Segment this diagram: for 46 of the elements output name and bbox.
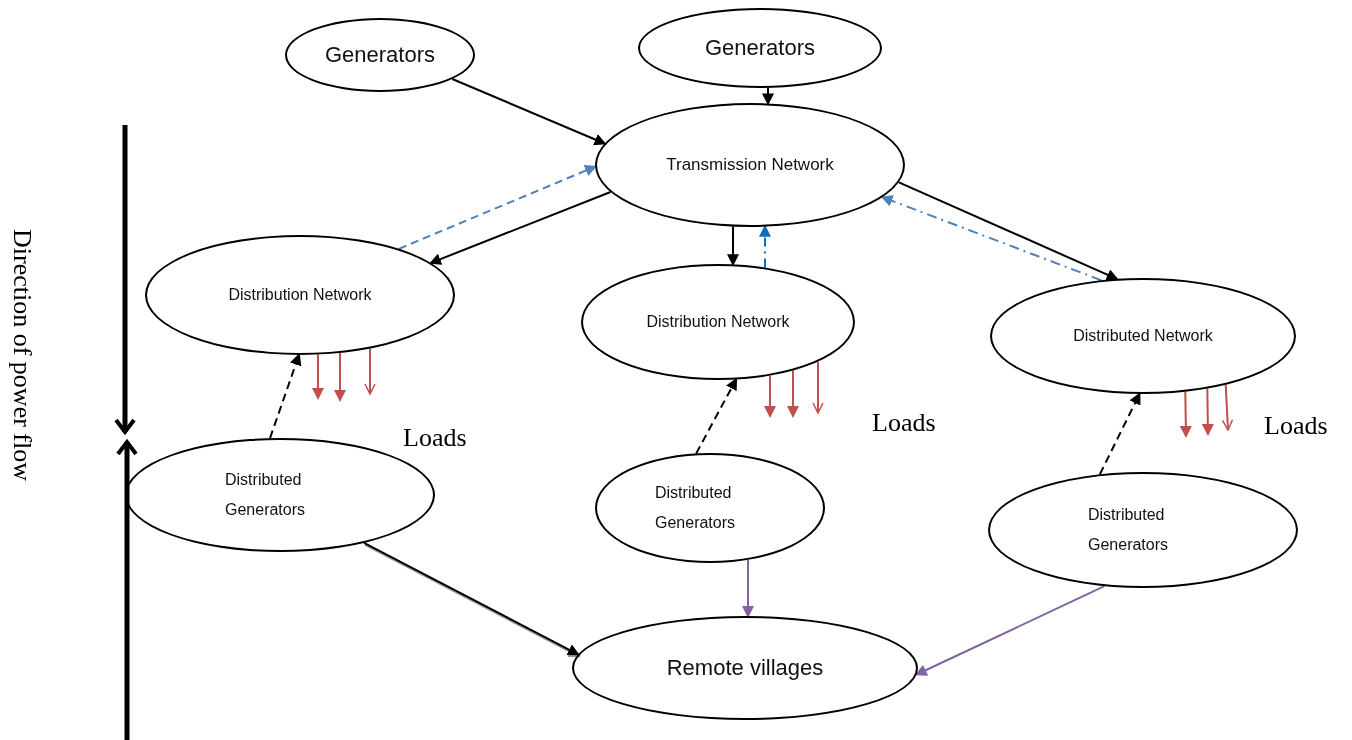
- node-label: Generators: [324, 42, 436, 68]
- node-label: Distributed Generators: [655, 482, 737, 533]
- ellipse-node: [990, 278, 1296, 394]
- loads-label: Loads: [872, 408, 936, 438]
- arrow: [429, 191, 612, 265]
- arrow: [334, 352, 346, 402]
- arrow: [397, 165, 597, 250]
- arrow: [364, 347, 376, 395]
- ellipse-node: [145, 235, 455, 355]
- node-label: Distributed Network: [1073, 327, 1213, 345]
- arrow: [762, 86, 774, 106]
- node-label: Distribution Network: [228, 286, 372, 304]
- arrow: [742, 558, 754, 618]
- arrow: [1221, 383, 1234, 431]
- ellipse-node: [595, 103, 905, 227]
- ellipse-node: [638, 8, 882, 88]
- arrow: [764, 374, 776, 418]
- arrow: [695, 377, 738, 455]
- ellipse-node: [988, 472, 1298, 588]
- node-label: Generators: [704, 35, 816, 61]
- node-label: Remote villages: [666, 655, 824, 681]
- loads-label: Loads: [1264, 411, 1328, 441]
- arrow: [1179, 390, 1192, 438]
- arrow: [312, 353, 324, 400]
- arrow: [1201, 387, 1214, 436]
- arrow: [880, 195, 1103, 282]
- arrow: [897, 181, 1119, 281]
- node-label: Distribution Network: [646, 313, 790, 331]
- node-label: Transmission Network: [666, 155, 834, 175]
- axis-label: Direction of power flow: [7, 229, 37, 481]
- arrow: [363, 541, 580, 656]
- arrow: [727, 225, 739, 267]
- node-label: Distributed Generators: [1088, 504, 1170, 555]
- arrow: [269, 353, 302, 440]
- loads-label: Loads: [403, 423, 467, 453]
- arrow: [759, 224, 771, 269]
- ellipse-node: [581, 264, 855, 380]
- arrow: [914, 585, 1106, 676]
- arrow: [451, 78, 607, 146]
- arrow: [1098, 392, 1141, 476]
- arrow: [787, 369, 799, 418]
- arrow: [812, 360, 824, 414]
- node-label: Distributed Generators: [225, 469, 307, 520]
- ellipse-node: [572, 616, 918, 720]
- ellipse-node: [285, 18, 475, 92]
- ellipse-node: [595, 453, 825, 563]
